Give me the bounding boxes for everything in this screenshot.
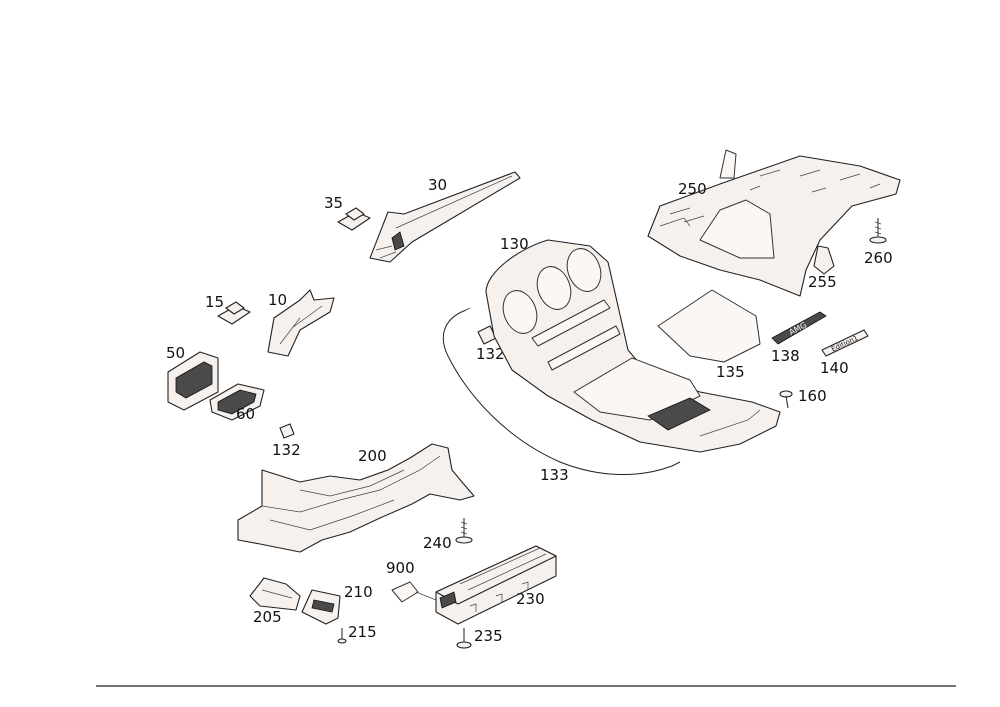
label-138: 138 <box>771 347 800 365</box>
label-200: 200 <box>358 447 387 465</box>
label-35: 35 <box>324 194 343 212</box>
label-10: 10 <box>268 291 287 309</box>
part-140-edition-badge[interactable]: Edition1 <box>821 329 869 357</box>
label-250: 250 <box>678 180 707 198</box>
label-130: 130 <box>500 235 529 253</box>
label-135: 135 <box>716 363 745 381</box>
part-138-amg-badge[interactable]: AMG <box>771 311 827 345</box>
label-215: 215 <box>348 623 377 641</box>
part-900-label[interactable] <box>391 581 437 603</box>
part-15-clip[interactable] <box>217 301 251 325</box>
part-230-electronic-unit[interactable] <box>435 545 557 625</box>
label-140: 140 <box>820 359 849 377</box>
part-160-screw[interactable] <box>779 390 793 409</box>
label-132-left: 132 <box>272 441 301 459</box>
label-132-center: 132 <box>476 345 505 363</box>
part-210-control-unit[interactable] <box>301 589 341 625</box>
part-260-screw[interactable] <box>869 218 887 244</box>
part-35-clip[interactable] <box>337 207 371 231</box>
label-240: 240 <box>423 534 452 552</box>
label-50: 50 <box>166 344 185 362</box>
part-50-vent-panel[interactable] <box>167 351 219 411</box>
part-132-clip-left[interactable] <box>279 423 295 439</box>
part-255-clip[interactable] <box>813 245 835 275</box>
label-133: 133 <box>540 466 569 484</box>
part-215-screw[interactable] <box>337 628 347 644</box>
label-160: 160 <box>798 387 827 405</box>
amg-badge-text: AMG <box>788 320 809 337</box>
part-10-side-trim[interactable] <box>267 289 335 357</box>
part-235-screw[interactable] <box>456 628 472 649</box>
label-15: 15 <box>205 293 224 311</box>
part-30-trim-strip[interactable] <box>369 171 521 263</box>
part-60-switch-block[interactable] <box>209 383 265 421</box>
label-260: 260 <box>864 249 893 267</box>
part-205-module[interactable] <box>249 577 301 611</box>
label-230: 230 <box>516 590 545 608</box>
part-250-upper-frame[interactable] <box>647 149 901 297</box>
part-200-support-bracket[interactable] <box>237 443 475 553</box>
part-130-center-console[interactable] <box>485 239 781 453</box>
label-255: 255 <box>808 273 837 291</box>
label-205: 205 <box>253 608 282 626</box>
label-30: 30 <box>428 176 447 194</box>
part-135-mat[interactable] <box>657 289 761 363</box>
edition-badge-text: Edition1 <box>830 334 859 353</box>
label-210: 210 <box>344 583 373 601</box>
part-240-screw[interactable] <box>455 518 473 544</box>
label-900: 900 <box>386 559 415 577</box>
label-60: 60 <box>236 405 255 423</box>
part-133-cable[interactable] <box>442 307 681 476</box>
label-235: 235 <box>474 627 503 645</box>
